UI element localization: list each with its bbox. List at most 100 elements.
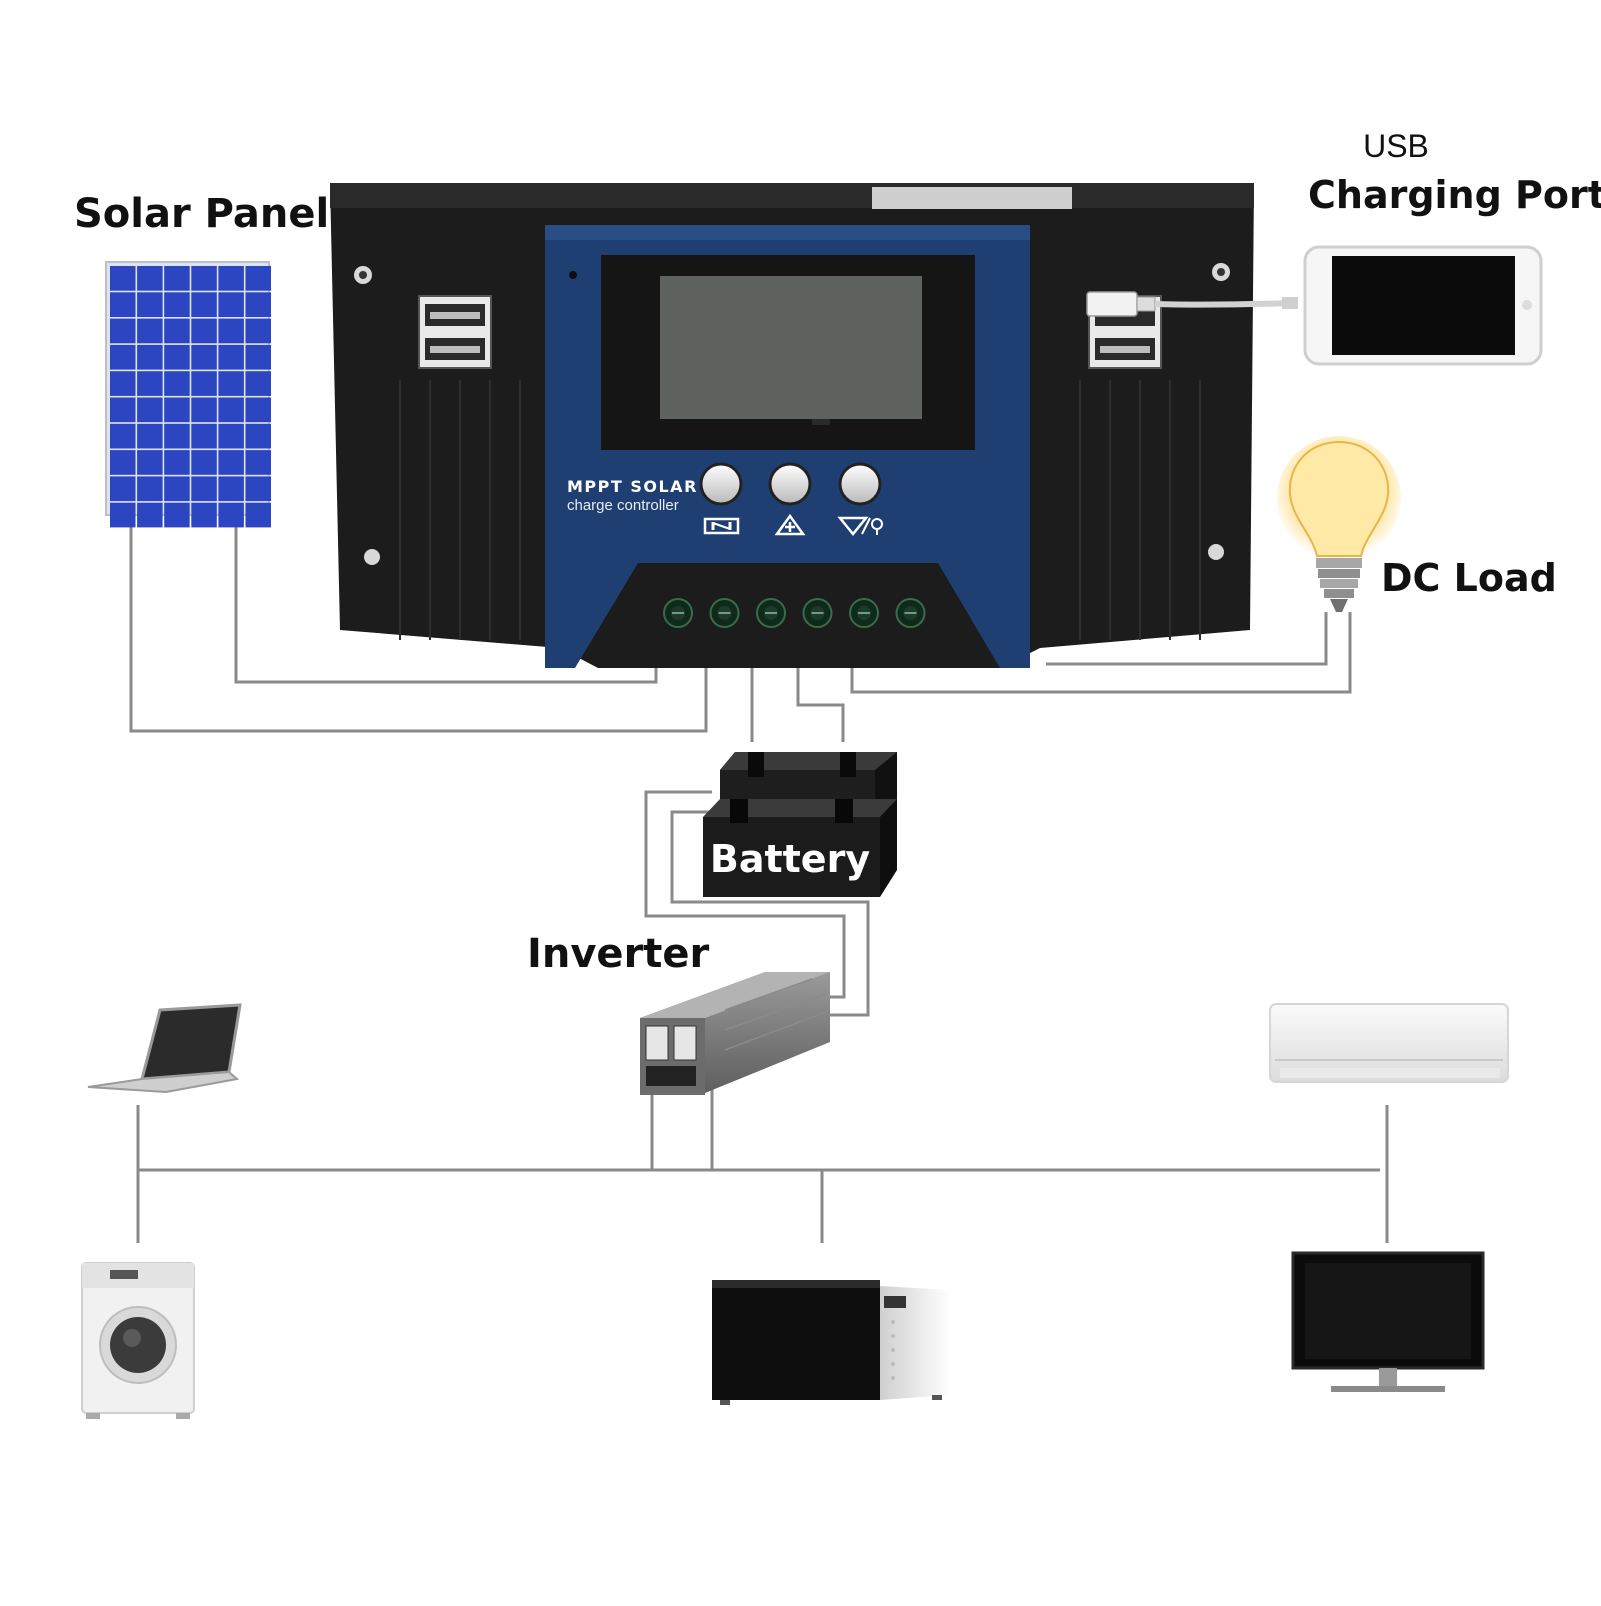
solar-cell — [191, 371, 217, 396]
solar-cell — [110, 450, 136, 475]
solar-cell — [110, 397, 136, 423]
solar-cell — [245, 476, 271, 502]
wire-load-positive — [1046, 612, 1328, 666]
solar-cell — [110, 266, 136, 291]
solar-cell — [218, 423, 244, 449]
solar-cell — [110, 318, 136, 344]
solar-panel-label: Solar Panel — [74, 191, 330, 237]
solar-cell — [164, 292, 190, 317]
solar-cell — [245, 266, 271, 291]
terminal-screw — [756, 598, 786, 628]
solar-cell — [164, 397, 190, 423]
solar-cell — [164, 476, 190, 502]
solar-cell — [191, 344, 217, 370]
solar-cell — [218, 397, 244, 423]
solar-cell — [164, 344, 190, 370]
solar-cell — [191, 502, 217, 528]
solar-cell — [110, 423, 136, 449]
washing-machine-icon — [81, 1262, 195, 1419]
solar-cell — [110, 371, 136, 396]
light-bulb-icon — [1277, 436, 1401, 612]
battery-symbol-icon — [703, 517, 740, 535]
down-light-button[interactable] — [838, 462, 882, 506]
solar-cell — [137, 344, 163, 370]
terminal-block — [663, 598, 926, 628]
wire-inverter-b — [670, 810, 870, 1017]
solar-cell — [137, 318, 163, 344]
battery-icon — [703, 752, 897, 897]
usb-cable — [1086, 291, 1298, 317]
charging-port-label: Charging Port — [1308, 173, 1601, 217]
dc-load-label: DC Load — [1381, 556, 1557, 600]
solar-cell — [110, 502, 136, 528]
monitor-icon — [1291, 1251, 1485, 1392]
solar-cell — [191, 476, 217, 502]
solar-panel-icon — [105, 261, 271, 528]
solar-cell — [137, 476, 163, 502]
solar-cell — [191, 292, 217, 317]
solar-cell — [164, 371, 190, 396]
solar-cell — [218, 344, 244, 370]
up-arrow-icon — [774, 513, 806, 536]
solar-cell — [137, 371, 163, 396]
solar-cell — [137, 450, 163, 475]
charge-controller: MPPT SOLAR charge controller — [330, 183, 1298, 668]
wire-solar-negative — [129, 515, 708, 733]
brand-title: MPPT SOLAR — [567, 477, 698, 496]
solar-cell — [110, 344, 136, 370]
up-button[interactable] — [768, 462, 812, 506]
menu-button[interactable] — [699, 462, 743, 506]
solar-cell — [164, 318, 190, 344]
laptop-icon — [87, 1003, 242, 1094]
solar-cell — [218, 450, 244, 475]
air-conditioner-icon — [1269, 1003, 1509, 1083]
terminal-screw — [895, 598, 926, 628]
inverter-label: Inverter — [527, 931, 710, 977]
lcd-screen — [660, 276, 922, 419]
solar-cell — [191, 397, 217, 423]
solar-cell — [218, 318, 244, 344]
wire-battery-negative — [796, 664, 845, 742]
solar-cell — [164, 450, 190, 475]
solar-cell — [110, 476, 136, 502]
solar-cell — [191, 423, 217, 449]
solar-cell — [191, 450, 217, 475]
solar-cell — [137, 502, 163, 528]
terminal-screw — [709, 598, 740, 628]
wire-inverter-a — [644, 790, 846, 999]
solar-cell — [245, 450, 271, 475]
solar-cell — [137, 292, 163, 317]
wire-solar-positive — [234, 515, 658, 684]
solar-cell — [191, 266, 217, 291]
solar-cell — [191, 318, 217, 344]
solar-cell — [137, 423, 163, 449]
wire-load-negative — [850, 612, 1352, 694]
solar-cell — [218, 502, 244, 528]
microwave-icon — [712, 1280, 950, 1405]
inverter-icon — [640, 972, 830, 1095]
solar-cell — [164, 423, 190, 449]
terminal-screw — [849, 598, 879, 628]
down-arrow-bulb-icon — [837, 516, 883, 536]
solar-cell — [245, 292, 271, 317]
solar-cell — [245, 371, 271, 396]
solar-cell — [245, 423, 271, 449]
solar-cell — [218, 292, 244, 317]
solar-cell — [245, 397, 271, 423]
battery-label: Battery — [710, 837, 870, 881]
wiring — [129, 515, 1389, 1243]
solar-cell — [110, 292, 136, 317]
solar-cell — [245, 318, 271, 344]
smartphone-icon — [1303, 245, 1543, 366]
usb-port-left[interactable] — [418, 295, 492, 369]
solar-cell — [218, 476, 244, 502]
terminal-screw — [802, 598, 833, 628]
solar-cell — [164, 502, 190, 528]
solar-cell — [137, 397, 163, 423]
usb-label: USB — [1363, 128, 1429, 164]
solar-cell — [218, 371, 244, 396]
solar-cell — [245, 344, 271, 370]
battery-body — [703, 817, 880, 897]
